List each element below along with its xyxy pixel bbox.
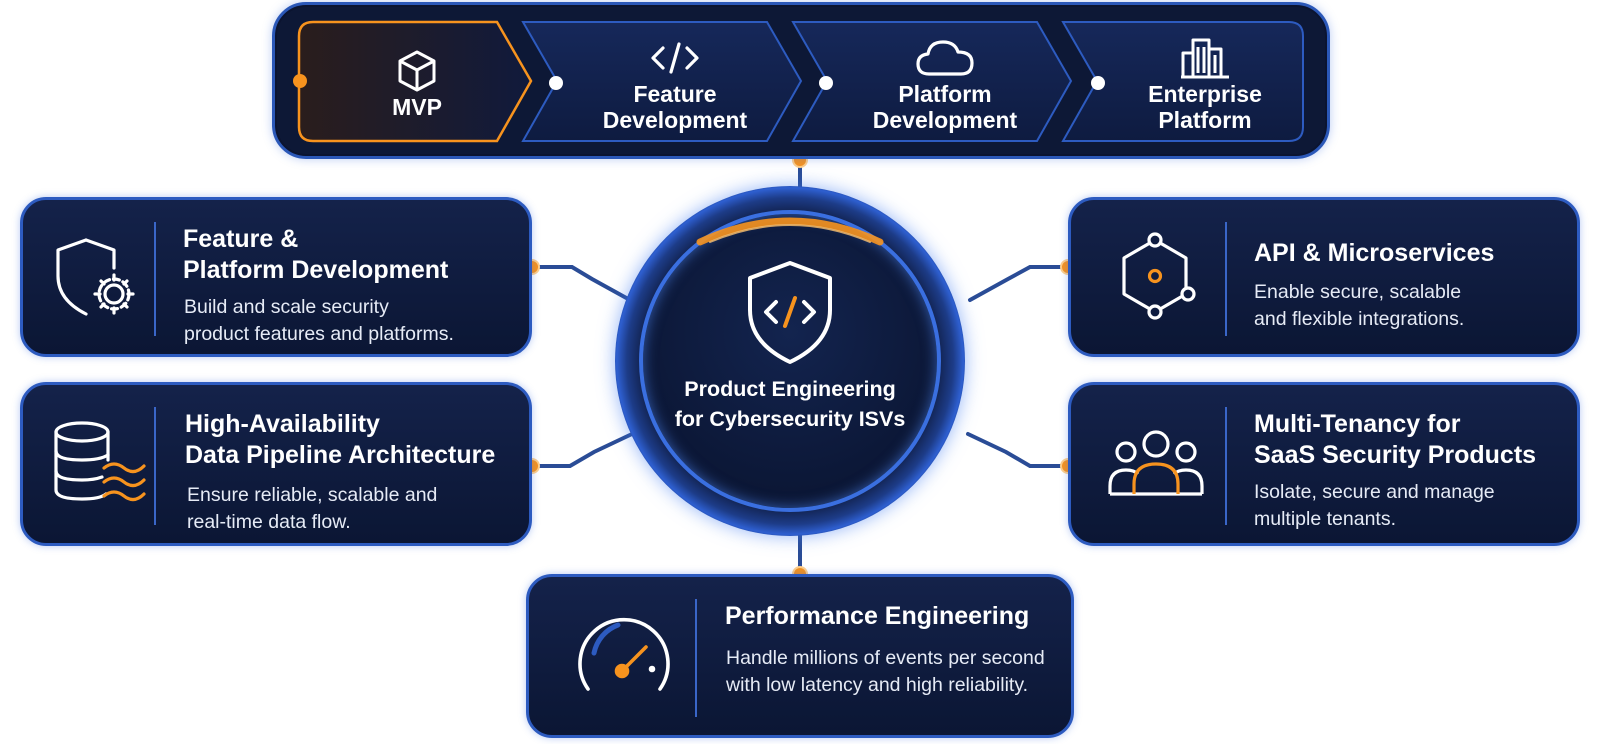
stage-label: Feature Development xyxy=(602,81,748,133)
stage-label: MVP xyxy=(392,94,442,120)
shield-code-icon xyxy=(748,261,832,364)
card-description: Handle millions of events per second wit… xyxy=(726,647,1045,696)
users-group-icon xyxy=(1101,419,1211,509)
stage-progress-bar: MVP Feature Development Platform Develop… xyxy=(272,2,1330,159)
card-divider xyxy=(154,222,156,336)
cloud-icon xyxy=(915,35,975,81)
hub-accent-arc xyxy=(696,217,884,246)
card-description: Enable secure, scalable and flexible int… xyxy=(1254,281,1465,330)
stage-dot xyxy=(549,76,563,90)
stage-dot xyxy=(819,76,833,90)
card-description: Isolate, secure and manage multiple tena… xyxy=(1254,481,1495,530)
hub-title: Product Engineering for Cybersecurity IS… xyxy=(674,377,906,431)
stage-enterprise-platform[interactable]: Enterprise Platform xyxy=(1091,23,1305,145)
code-icon xyxy=(649,35,701,81)
stage-chevron-enterprise xyxy=(1061,21,1304,142)
card-description: Ensure reliable, scalable and real-time … xyxy=(187,484,438,533)
card-data-pipeline-architecture[interactable]: High-Availability Data Pipeline Architec… xyxy=(20,382,532,546)
cube-icon xyxy=(396,48,438,94)
card-title: High-Availability Data Pipeline Architec… xyxy=(185,410,496,469)
card-api-microservices[interactable]: API & Microservices Enable secure, scala… xyxy=(1068,197,1580,357)
card-feature-platform-development[interactable]: Feature & Platform Development Build and… xyxy=(20,197,532,357)
stage-feature-development[interactable]: Feature Development xyxy=(549,23,785,145)
card-title: API & Microservices xyxy=(1254,239,1495,267)
stage-dot xyxy=(1091,76,1105,90)
stage-chevron-feature xyxy=(521,21,803,142)
building-icon xyxy=(1179,35,1231,81)
stage-mvp[interactable]: MVP xyxy=(327,23,507,145)
card-title: Performance Engineering xyxy=(725,602,1030,630)
speedometer-icon xyxy=(569,605,679,705)
stage-chevron-mvp xyxy=(297,20,533,143)
card-divider xyxy=(1225,407,1227,525)
hexagon-nodes-icon xyxy=(1105,230,1205,324)
stage-chevrons xyxy=(293,20,1304,143)
card-title: Feature & Platform Development xyxy=(183,225,449,284)
card-divider xyxy=(695,599,697,717)
stage-label: Platform Development xyxy=(872,81,1018,133)
card-performance-engineering[interactable]: Performance Engineering Handle millions … xyxy=(526,574,1074,738)
card-title: Multi-Tenancy for SaaS Security Products xyxy=(1254,410,1537,469)
card-divider xyxy=(154,407,156,525)
stage-chevron-platform xyxy=(791,21,1073,142)
card-divider xyxy=(1225,222,1227,336)
shield-gear-icon xyxy=(47,228,151,328)
card-description: Build and scale security product feature… xyxy=(184,296,454,345)
card-multi-tenancy[interactable]: Multi-Tenancy for SaaS Security Products… xyxy=(1068,382,1580,546)
database-stream-icon xyxy=(47,415,157,515)
stage-label: Enterprise Platform xyxy=(1148,81,1262,133)
stage-platform-development[interactable]: Platform Development xyxy=(819,23,1055,145)
